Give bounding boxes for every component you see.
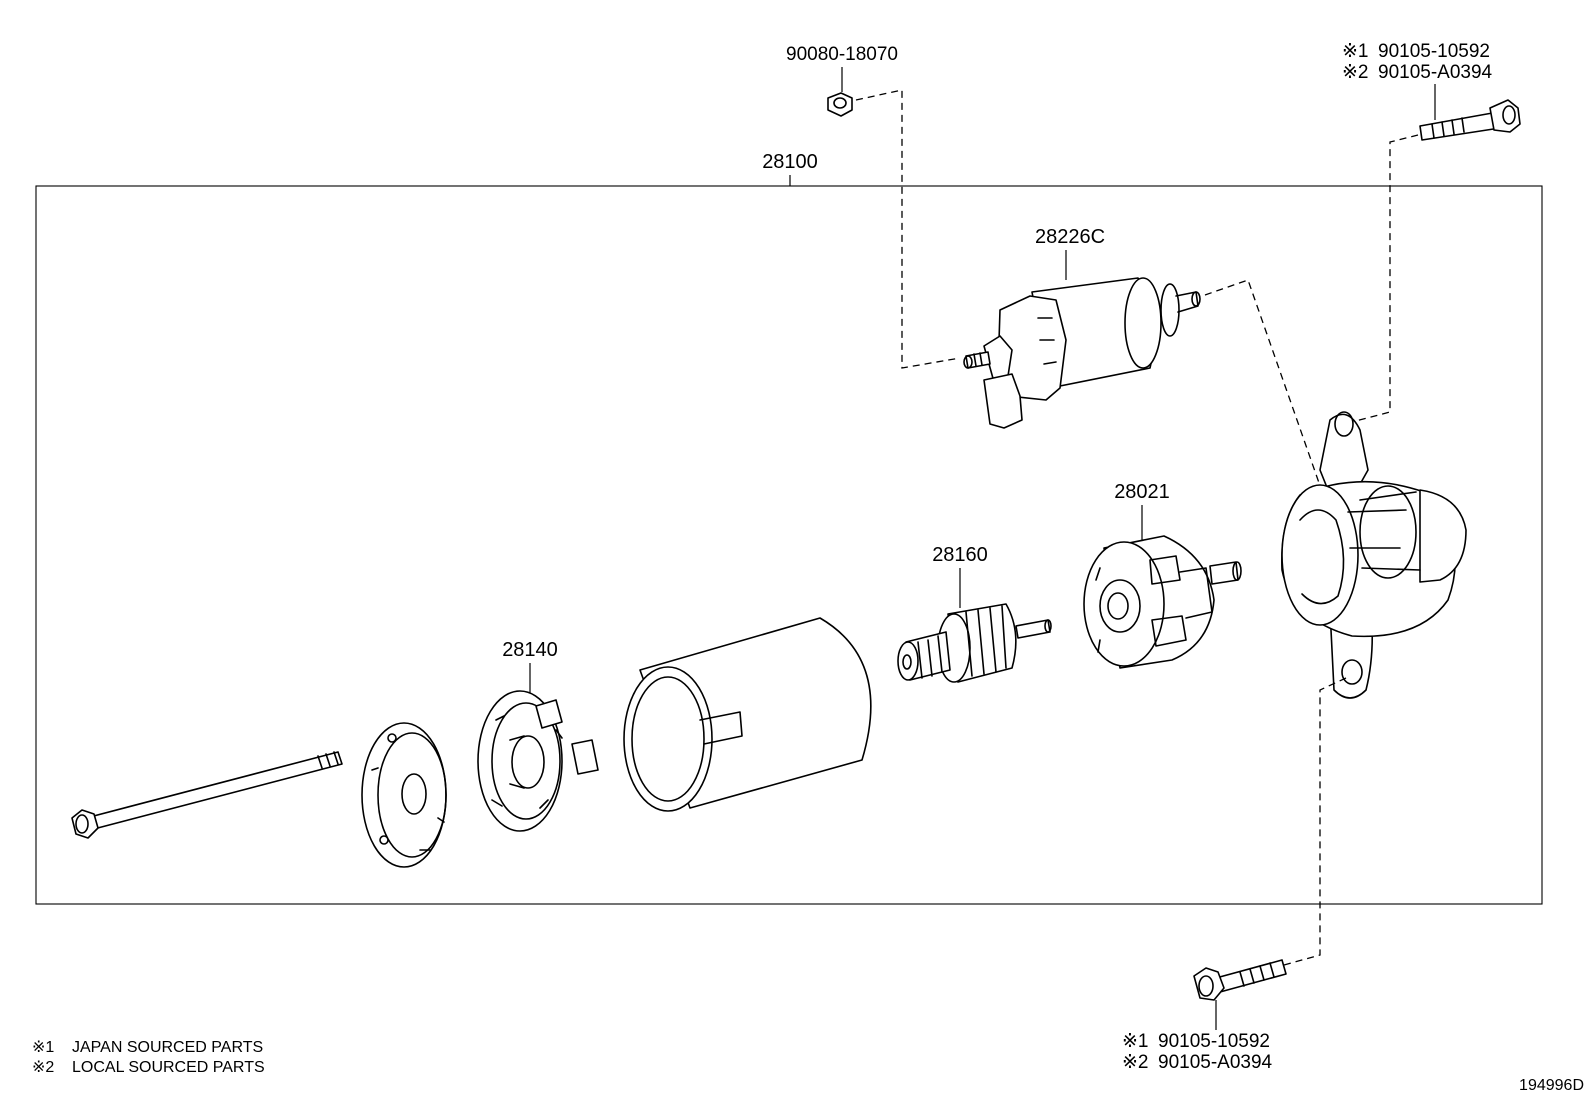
- assembly-number-label[interactable]: 28100: [762, 151, 818, 173]
- housing-dashed-link-lower: [1283, 677, 1347, 966]
- through-bolt-icon[interactable]: [71, 751, 343, 839]
- svg-text:※1: ※1: [1342, 41, 1369, 62]
- nut-dashed-link: [855, 89, 961, 369]
- bolt-lower-label[interactable]: ※1 90105-10592 ※2 90105-A0394: [1122, 1031, 1273, 1073]
- assembly-frame: [35, 185, 1543, 905]
- yoke-icon[interactable]: [623, 617, 872, 812]
- armature-part-number[interactable]: 28160: [932, 544, 988, 566]
- figure-id: 194996D: [1519, 1077, 1584, 1094]
- solenoid-icon[interactable]: [963, 277, 1201, 429]
- bolt-upper-icon[interactable]: [1419, 99, 1521, 141]
- svg-text:※2: ※2: [1122, 1052, 1149, 1073]
- svg-text:※1: ※1: [1122, 1031, 1149, 1052]
- drive-housing-icon[interactable]: [1281, 411, 1467, 699]
- solenoid-dashed-link: [1204, 279, 1347, 561]
- nut-part-number[interactable]: 90080-18070: [786, 44, 898, 65]
- nut-icon[interactable]: [827, 92, 853, 117]
- svg-text:※2: ※2: [1342, 62, 1369, 83]
- drive-assembly-part-number[interactable]: 28021: [1114, 481, 1170, 503]
- svg-text:90105-A0394: 90105-A0394: [1158, 1052, 1273, 1073]
- brush-holder-icon[interactable]: [477, 690, 599, 832]
- end-plate-icon[interactable]: [361, 722, 447, 868]
- bolt-upper-dashed-link: [1351, 134, 1419, 423]
- svg-text:90105-A0394: 90105-A0394: [1378, 62, 1493, 83]
- solenoid-part-number[interactable]: 28226C: [1035, 226, 1105, 248]
- armature-icon[interactable]: [897, 603, 1052, 683]
- brush-holder-part-number[interactable]: 28140: [502, 639, 558, 661]
- svg-text:90105-10592: 90105-10592: [1378, 41, 1490, 62]
- sourcing-legend: ※1 JAPAN SOURCED PARTS ※2 LOCAL SOURCED …: [32, 1039, 265, 1076]
- svg-text:LOCAL SOURCED PARTS: LOCAL SOURCED PARTS: [72, 1059, 265, 1076]
- svg-text:※1: ※1: [32, 1039, 54, 1056]
- bolt-lower-icon[interactable]: [1193, 959, 1287, 1001]
- bolt-upper-label[interactable]: ※1 90105-10592 ※2 90105-A0394: [1342, 41, 1493, 83]
- svg-text:※2: ※2: [32, 1059, 54, 1076]
- svg-text:JAPAN SOURCED PARTS: JAPAN SOURCED PARTS: [72, 1039, 263, 1056]
- svg-text:90105-10592: 90105-10592: [1158, 1031, 1270, 1052]
- drive-assembly-icon[interactable]: [1083, 535, 1242, 669]
